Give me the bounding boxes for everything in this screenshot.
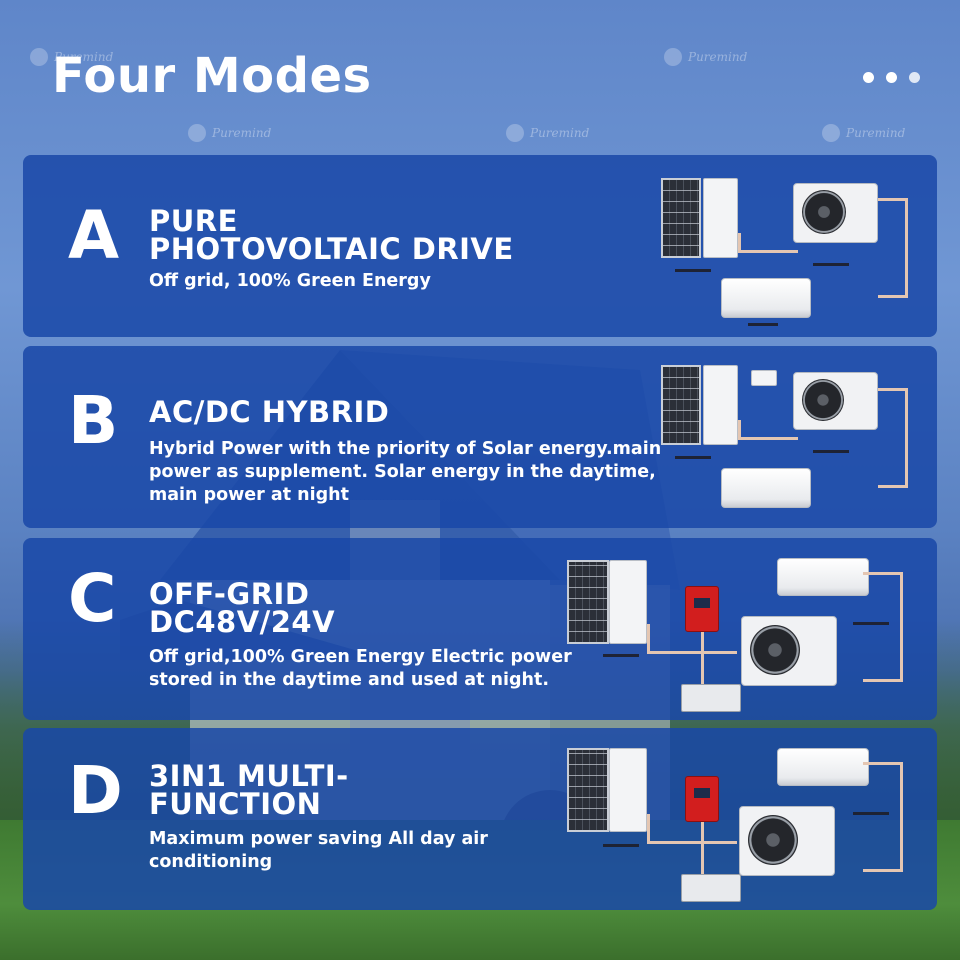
mode-card-b: B AC/DC HYBRID Hybrid Power with the pri… bbox=[23, 346, 937, 528]
mode-letter: B bbox=[68, 382, 119, 459]
mode-heading-line: FUNCTION bbox=[149, 787, 322, 821]
watermark-logo: Puremind bbox=[822, 124, 905, 142]
watermark-icon bbox=[506, 124, 524, 142]
junction-box-icon bbox=[609, 560, 647, 644]
cable bbox=[863, 762, 903, 872]
label-tag bbox=[813, 263, 849, 266]
watermark-text: Puremind bbox=[54, 50, 114, 64]
pagination-dots bbox=[863, 72, 920, 83]
solar-controller-icon bbox=[685, 586, 719, 632]
system-diagram-b bbox=[653, 360, 923, 520]
system-diagram-a bbox=[653, 173, 923, 326]
mode-card-a: A PURE PHOTOVOLTAIC DRIVE Off grid, 100%… bbox=[23, 155, 937, 337]
system-diagram-c bbox=[563, 552, 923, 717]
battery-icon bbox=[681, 684, 741, 712]
dot-icon bbox=[863, 72, 874, 83]
watermark-logo: Puremind bbox=[188, 124, 271, 142]
mode-heading: 3IN1 MULTI- FUNCTION bbox=[149, 759, 349, 821]
outdoor-unit-icon bbox=[793, 372, 878, 430]
battery-icon bbox=[681, 874, 741, 902]
mode-letter: D bbox=[68, 752, 123, 829]
mode-heading-line: PURE bbox=[149, 204, 238, 238]
cable bbox=[878, 198, 908, 298]
outdoor-unit-icon bbox=[739, 806, 835, 876]
indoor-unit-icon bbox=[777, 748, 869, 786]
label-tag bbox=[675, 456, 711, 459]
indoor-unit-icon bbox=[721, 278, 811, 318]
label-tag bbox=[853, 622, 889, 625]
outdoor-unit-icon bbox=[793, 183, 878, 243]
watermark-logo: Puremind bbox=[506, 124, 589, 142]
system-diagram-d bbox=[563, 742, 923, 907]
cable bbox=[863, 572, 903, 682]
mode-heading-line: OFF-GRID bbox=[149, 577, 310, 611]
mode-heading-line: DC48V/24V bbox=[149, 605, 336, 639]
cable bbox=[738, 233, 798, 253]
mode-description: Off grid, 100% Green Energy bbox=[149, 271, 431, 291]
mode-letter: A bbox=[68, 197, 120, 274]
mode-heading: PURE PHOTOVOLTAIC DRIVE bbox=[149, 204, 514, 266]
watermark-logo: Puremind bbox=[664, 48, 747, 66]
mode-heading: OFF-GRID DC48V/24V bbox=[149, 577, 336, 639]
label-tag bbox=[853, 812, 889, 815]
fan-icon bbox=[750, 625, 800, 675]
mode-heading-line: PHOTOVOLTAIC DRIVE bbox=[149, 232, 514, 266]
junction-box-icon bbox=[703, 178, 738, 258]
label-tag bbox=[603, 654, 639, 657]
mode-description: Maximum power saving All day air conditi… bbox=[149, 829, 488, 872]
indoor-unit-icon bbox=[721, 468, 811, 508]
watermark-icon bbox=[30, 48, 48, 66]
cable bbox=[738, 420, 798, 440]
mode-card-c: C OFF-GRID DC48V/24V Off grid,100% Green… bbox=[23, 538, 937, 720]
cable bbox=[701, 632, 709, 684]
watermark-icon bbox=[822, 124, 840, 142]
watermark-logo: Puremind bbox=[30, 48, 113, 66]
cable bbox=[701, 822, 709, 874]
cable bbox=[647, 624, 737, 654]
page-title: Four Modes bbox=[52, 48, 372, 104]
mode-heading: AC/DC HYBRID bbox=[149, 395, 390, 429]
label-tag bbox=[748, 323, 778, 326]
indoor-unit-icon bbox=[777, 558, 869, 596]
watermark-text: Puremind bbox=[846, 126, 906, 140]
grid-meter-icon bbox=[751, 370, 777, 386]
label-tag bbox=[603, 844, 639, 847]
solar-panel-icon bbox=[661, 365, 701, 445]
mode-heading-line: AC/DC HYBRID bbox=[149, 395, 390, 429]
fan-icon bbox=[802, 190, 846, 234]
label-tag bbox=[675, 269, 711, 272]
mode-heading-line: 3IN1 MULTI- bbox=[149, 759, 349, 793]
mode-card-d: D 3IN1 MULTI- FUNCTION Maximum power sav… bbox=[23, 728, 937, 910]
outdoor-unit-icon bbox=[741, 616, 837, 686]
watermark-text: Puremind bbox=[212, 126, 272, 140]
dot-icon bbox=[909, 72, 920, 83]
cable bbox=[878, 388, 908, 488]
solar-panel-icon bbox=[567, 560, 609, 644]
dot-icon bbox=[886, 72, 897, 83]
fan-icon bbox=[748, 815, 798, 865]
solar-panel-icon bbox=[661, 178, 701, 258]
solar-panel-icon bbox=[567, 748, 609, 832]
cable bbox=[647, 814, 737, 844]
junction-box-icon bbox=[703, 365, 738, 445]
mode-letter: C bbox=[68, 560, 117, 637]
label-tag bbox=[813, 450, 849, 453]
solar-controller-icon bbox=[685, 776, 719, 822]
watermark-text: Puremind bbox=[688, 50, 748, 64]
mode-description: Hybrid Power with the priority of Solar … bbox=[149, 439, 662, 505]
watermark-icon bbox=[664, 48, 682, 66]
watermark-icon bbox=[188, 124, 206, 142]
watermark-text: Puremind bbox=[530, 126, 590, 140]
mode-description: Off grid,100% Green Energy Electric powe… bbox=[149, 647, 572, 690]
junction-box-icon bbox=[609, 748, 647, 832]
fan-icon bbox=[802, 379, 844, 421]
